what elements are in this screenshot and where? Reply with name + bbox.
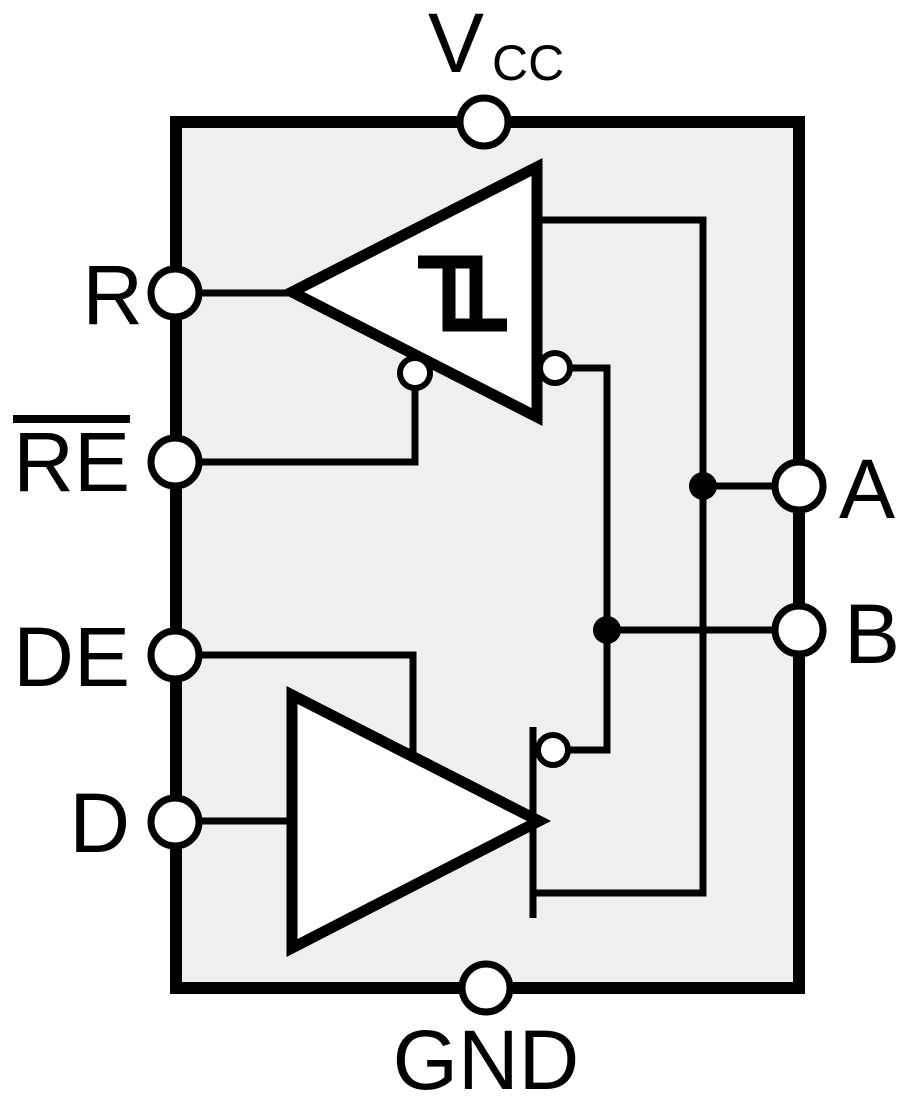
- pin-b: [771, 602, 827, 658]
- label-r: R: [82, 248, 143, 342]
- driver-inverting-output-bubble: [535, 732, 571, 768]
- receiver-buffer: [279, 158, 543, 426]
- receiver-inverting-input-bubble: [537, 350, 573, 386]
- wire-de-enable: [175, 651, 417, 758]
- pin-vcc: [456, 94, 512, 150]
- driver-buffer: [286, 686, 552, 958]
- hysteresis-icon: [442, 265, 507, 332]
- label-gnd: GND: [393, 1013, 580, 1100]
- hysteresis-icon: [418, 255, 483, 322]
- label-vcc: V: [428, 0, 484, 90]
- wire-b-net: [569, 364, 611, 754]
- wire-a-net: [533, 216, 707, 897]
- receiver-enable-bubble: [397, 355, 433, 391]
- pin-a: [771, 458, 827, 514]
- label-re: RE: [13, 415, 130, 509]
- pin-de: [147, 627, 203, 683]
- label-a: A: [839, 442, 895, 536]
- junction-dot-a: [689, 472, 717, 500]
- label-d: D: [69, 776, 130, 870]
- pin-d: [147, 794, 203, 850]
- pin-re: [147, 434, 203, 490]
- junction-dot-b: [593, 616, 621, 644]
- pin-gnd: [458, 960, 514, 1016]
- label-vcc-subscript: CC: [492, 35, 564, 91]
- pin-r: [147, 265, 203, 321]
- wire-re-enable: [175, 390, 419, 466]
- label-b: B: [844, 587, 900, 681]
- label-de: DE: [13, 610, 130, 704]
